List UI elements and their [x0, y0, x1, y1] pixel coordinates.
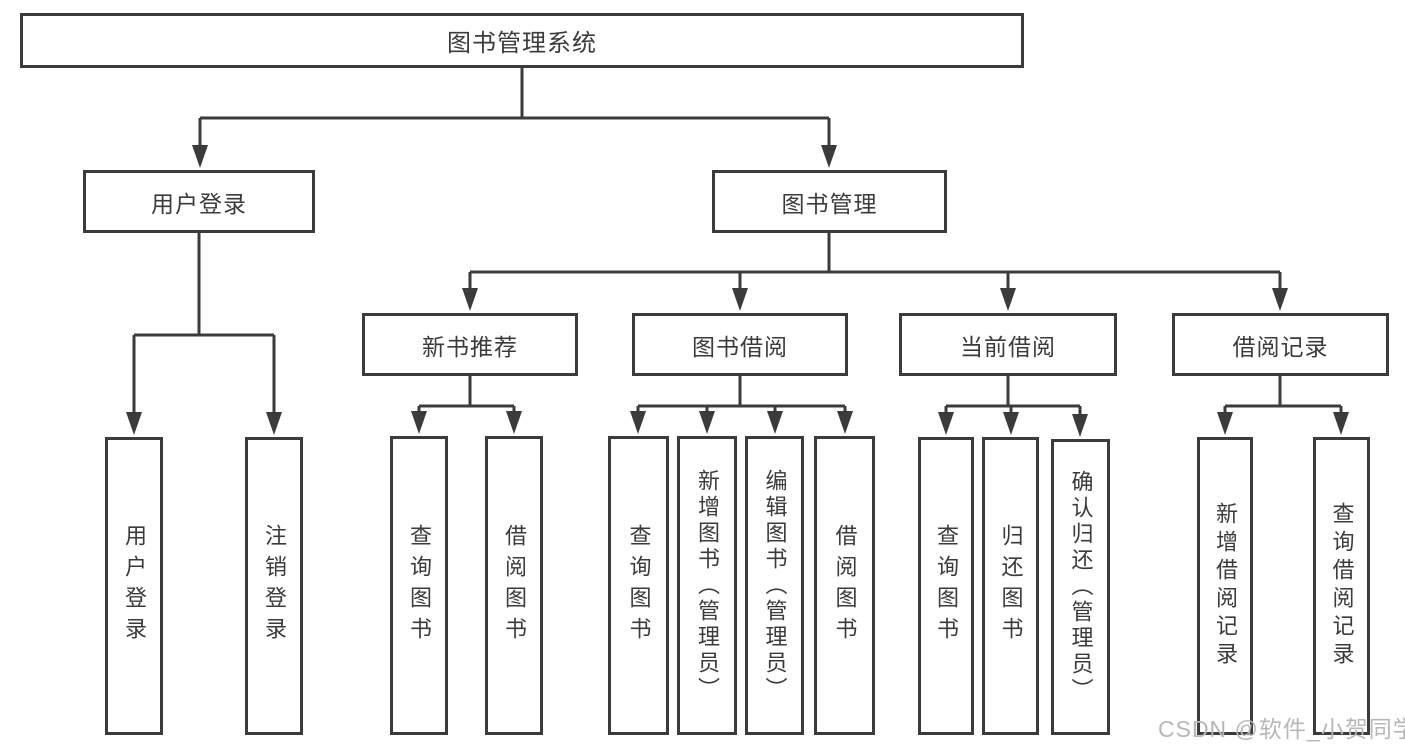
leaf-query-books-borrowing: 查询图书 [608, 436, 669, 735]
leaf-query-borrow-record: 查询借阅记录 [1313, 437, 1370, 735]
watermark-text: CSDN @软件_小贺同学 [1158, 716, 1405, 742]
leaf-add-books-admin: 新增图书（管理员） [677, 436, 737, 735]
node-borrowing-records: 借阅记录 [1172, 313, 1389, 376]
leaf-edit-books-admin: 编辑图书（管理员） [745, 436, 804, 735]
leaf-borrow-books-recommend: 借阅图书 [485, 436, 543, 735]
leaf-user-login: 用户登录 [105, 437, 163, 735]
node-user-login: 用户登录 [83, 170, 315, 233]
leaf-borrow-books-borrowing: 借阅图书 [814, 436, 875, 735]
leaf-return-books: 归还图书 [982, 437, 1039, 735]
node-library-system: 图书管理系统 [20, 13, 1024, 68]
leaf-query-books-recommend: 查询图书 [390, 436, 448, 735]
node-current-borrowing: 当前借阅 [899, 313, 1117, 376]
leaf-add-borrow-record: 新增借阅记录 [1197, 437, 1253, 735]
leaf-confirm-return-admin: 确认归还（管理员） [1051, 439, 1110, 735]
leaf-query-books-current: 查询图书 [918, 437, 974, 735]
node-new-book-recommend: 新书推荐 [362, 313, 578, 376]
arrowheads [126, 145, 1349, 437]
leaf-logout: 注销登录 [245, 437, 303, 735]
node-book-management: 图书管理 [712, 170, 947, 233]
node-book-borrowing: 图书借阅 [632, 313, 848, 376]
